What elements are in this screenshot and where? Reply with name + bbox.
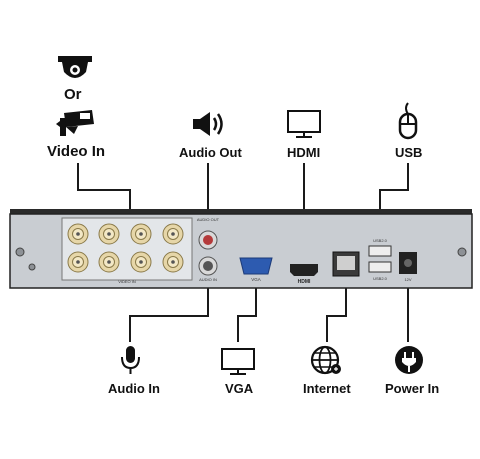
panel-top-edge: [10, 209, 472, 217]
usb-label: USB: [395, 145, 423, 160]
microphone-icon: [121, 346, 140, 374]
bullet-camera-icon: [56, 110, 94, 136]
usb1-panel-text: USB2.0: [373, 238, 388, 243]
bnc-connectors: [67, 223, 184, 273]
vga-panel-text: VGA: [251, 277, 261, 282]
bnc-connector-pin: [139, 232, 143, 236]
audio-out-jack-center: [203, 235, 213, 245]
vga-port: [239, 257, 273, 275]
power-plug-icon: [395, 346, 423, 374]
audio-out-label: Audio Out: [179, 145, 242, 160]
audio-in-jack-center: [203, 261, 213, 271]
bnc-connector-pin: [76, 232, 80, 236]
audio-in-panel-text: AUDIO IN: [199, 277, 217, 282]
dc-power-pin: [404, 259, 412, 267]
usb-mouse-icon: [398, 102, 418, 140]
vga-line: [237, 278, 257, 342]
ethernet-port-inner: [337, 256, 355, 270]
audio-out-panel-text: AUDIO OUT: [197, 217, 220, 222]
dc-panel-text: 12V: [404, 277, 411, 282]
bnc-connector-pin: [171, 260, 175, 264]
usb-line: [379, 163, 409, 218]
audio-in-label: Audio In: [108, 381, 160, 396]
dvr-rear-panel: VIDEO IN AUDIO OUT AUDIO IN VGA HDMI USB…: [9, 209, 473, 289]
speaker-icon: [193, 112, 223, 136]
internet-label: Internet: [303, 381, 351, 396]
or-label: Or: [64, 86, 82, 103]
bnc-connector-pin: [107, 232, 111, 236]
monitor-icon: [287, 110, 321, 138]
audio-in-line: [129, 282, 209, 342]
bnc-connector-pin: [139, 260, 143, 264]
vga-label: VGA: [225, 381, 254, 396]
hdmi-port: [290, 264, 318, 276]
screw: [15, 247, 25, 257]
power-in-label: Power In: [385, 381, 440, 396]
monitor-icon: [221, 348, 255, 375]
video-in-label: Video In: [47, 143, 106, 160]
video-in-panel-text: VIDEO IN: [118, 279, 136, 284]
internet-line: [326, 282, 347, 342]
ground-screw: [28, 263, 36, 271]
screw: [457, 247, 467, 257]
usb-port-2: [368, 261, 392, 273]
hdmi-label: HDMI: [287, 145, 321, 160]
bnc-connector-pin: [76, 260, 80, 264]
bnc-connector-pin: [171, 232, 175, 236]
usb-port-1: [368, 245, 392, 257]
bnc-connector-pin: [107, 260, 111, 264]
globe-icon: [310, 345, 341, 375]
dome-camera-icon: [58, 56, 92, 78]
hdmi-panel-text: HDMI: [298, 279, 311, 285]
usb2-panel-text: USB2.0: [373, 276, 388, 281]
